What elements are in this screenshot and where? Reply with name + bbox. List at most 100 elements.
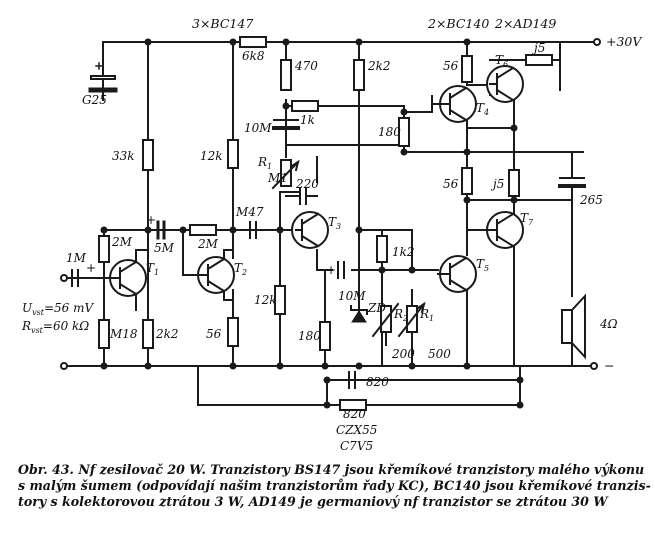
caption-line-3: tory s kolektorovou ztrátou 3 W, AD149 j… [18,494,608,509]
designator-T6: T6 [495,53,508,69]
transistors [103,65,524,311]
capacitors [71,62,586,389]
zener-diode [350,305,368,323]
resistor-56-top [461,55,473,83]
figure-caption: Obr. 43. Nf zesilovač 20 W. Tranzistory … [18,462,651,510]
header-t123: 3×BC147 [192,16,253,31]
junction-dots [100,38,524,409]
capacitor-M47 [249,221,257,239]
designator-R2: R2 [393,307,408,323]
designator-ZD: ZD [367,301,386,315]
label-10M-top: 10M [244,121,272,135]
resistor-2M-fb [189,224,217,236]
schematic: 3×BC147 2×BC140 2×AD149 +30V − 6k8 470 2… [21,16,643,453]
designator-T1: T1 [146,261,159,277]
label-j5-mid: j5 [490,177,504,191]
transistor-T4 [431,85,477,123]
label-M18: M18 [109,327,138,341]
resistor-2k2-top [353,59,365,91]
ground-label: − [604,358,614,373]
label-12k-bot: 12k [254,293,277,307]
resistor-820 [339,399,367,411]
terminal-input [60,274,68,282]
resistor-2k2-bot [142,319,154,349]
designator-T2: T2 [234,261,247,277]
designator-T4: T4 [476,101,489,117]
label-820-resistor: 820 [343,407,366,421]
capacitor-5M [156,220,166,240]
label-G25: G25 [82,93,107,107]
label-1k: 1k [300,113,315,127]
label-5M: 5M [154,241,175,255]
supply-label: +30V [606,34,643,49]
label-2k2-top: 2k2 [367,59,391,73]
transistor-T5 [437,255,477,293]
capacitor-1M [71,269,79,287]
resistor-470 [280,59,292,91]
designator-T7: T7 [520,211,534,227]
polarity-plus-10M: + [326,263,336,277]
label-180-bot: 180 [298,329,321,343]
input-resistance: Rvst=60 kΩ [21,319,89,335]
transistor-T6 [486,65,524,103]
resistor-1k2 [376,235,388,263]
resistor-33k [142,139,154,171]
capacitor-220 [285,187,318,205]
labels: 3×BC147 2×BC140 2×AD149 +30V − 6k8 470 2… [21,16,643,453]
capacitor-265 [558,151,586,297]
capacitor-10M-top [272,119,300,130]
speaker-impedance: 4Ω [599,317,618,331]
terminal-input-ground [60,362,68,370]
caption-line-2: s malým šumem (odpovídají našim tranzist… [18,478,651,493]
input-voltage: Uvst=56 mV [22,301,94,317]
label-820-capacitor: 820 [366,375,389,389]
polarity-plus-1M: + [86,261,96,275]
capacitor-820 [348,371,356,389]
caption-line-1: Obr. 43. Nf zesilovač 20 W. Tranzistory … [18,462,645,477]
designator-R3: R1 [419,307,434,323]
label-56-top: 56 [443,59,459,73]
label-56-mid: 56 [443,177,459,191]
label-12k-top: 12k [200,149,223,163]
transistor-T2 [197,249,235,301]
polarity-plus-5M: + [146,213,156,227]
label-470: 470 [294,59,318,73]
resistor-M18 [98,319,110,349]
resistor-2M-base [98,235,110,263]
transistor-T7 [466,211,524,249]
trimmer-R1 [280,159,292,187]
resistor-56-mid [461,167,473,195]
label-56-bot: 56 [206,327,222,341]
label-180-mid: 180 [378,125,401,139]
terminal-supply [593,38,601,46]
header-t45: 2×BC140 [427,16,489,31]
resistor-180-bot [319,321,331,351]
label-220: 220 [295,177,319,191]
label-2k2-bot: 2k2 [155,327,179,341]
resistors [98,36,553,411]
resistor-180-mid [398,117,410,147]
resistor-12k-top [227,139,239,169]
speaker [561,293,586,360]
label-j5-top: j5 [531,41,545,55]
label-M47: M47 [235,205,264,219]
label-33k: 33k [112,149,135,163]
resistor-12k-bot [274,285,286,315]
zener-type-2: C7V5 [340,439,373,453]
capacitor-10M-bot [337,261,345,279]
label-M1: M1 [267,171,288,185]
zener-type-1: CZX55 [336,423,377,437]
resistor-6k8 [239,36,267,48]
resistor-56-bot [227,317,239,347]
capacitor-G25 [88,62,118,93]
label-10M-bot: 10M [338,289,366,303]
designator-T3: T3 [328,215,341,231]
resistor-j5-mid [508,169,520,197]
label-2M-fb: 2M [197,237,219,251]
label-6k8: 6k8 [242,49,265,63]
label-265: 265 [579,193,603,207]
designator-T5: T5 [476,257,489,273]
transistor-T3 [291,211,329,249]
label-1k2: 1k2 [392,245,415,259]
